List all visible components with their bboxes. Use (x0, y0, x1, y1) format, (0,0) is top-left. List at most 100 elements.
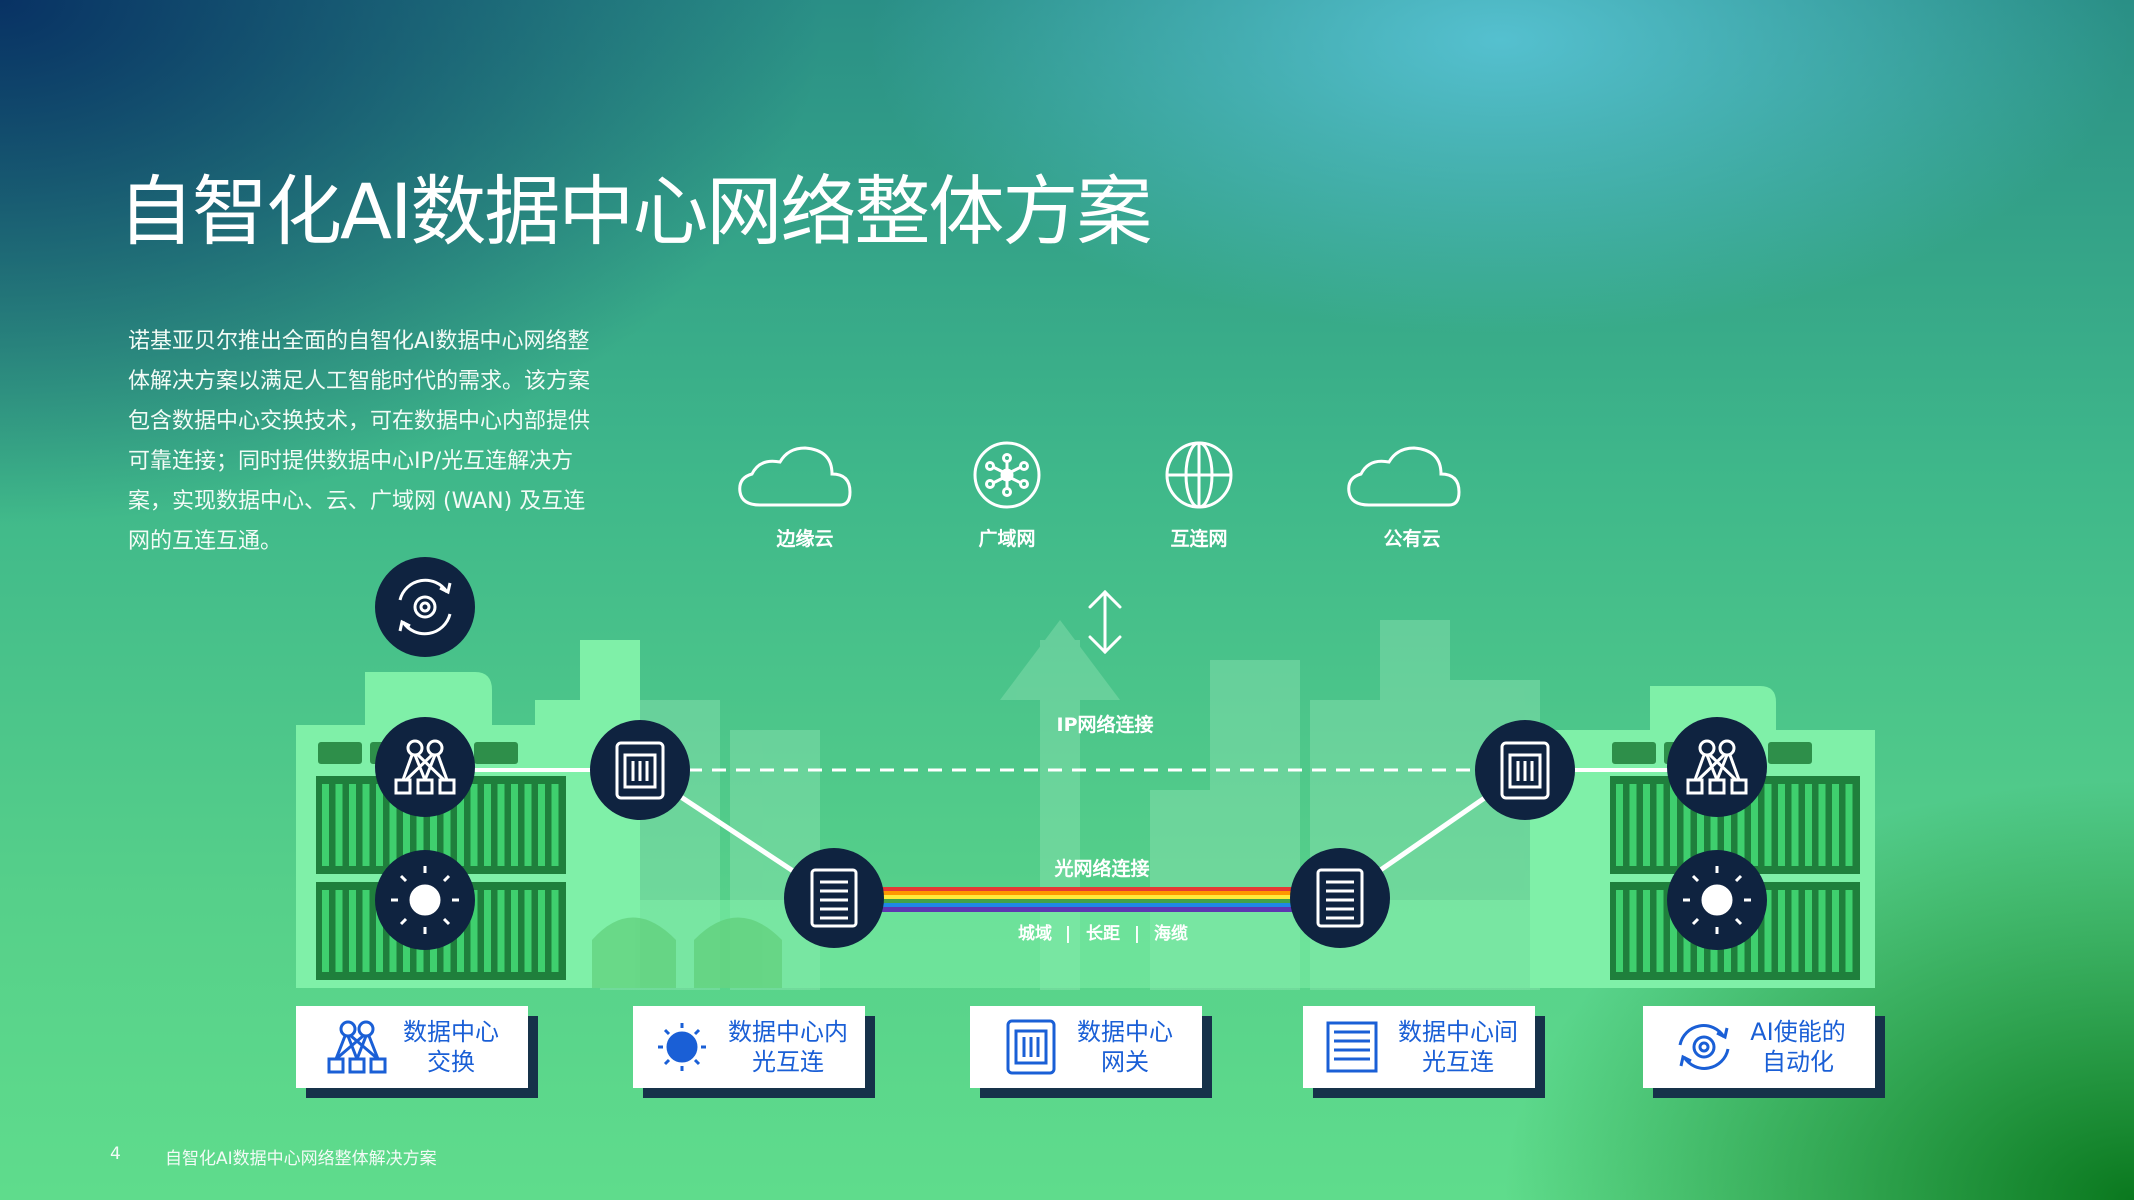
legend-label: 数据中心 交换 (403, 1018, 499, 1076)
rack-slot (1670, 784, 1677, 866)
rack-slot (497, 784, 505, 866)
legend-label: AI使能的 自动化 (1750, 1018, 1846, 1076)
rack-slot (524, 890, 532, 972)
rack-slot (497, 890, 505, 972)
rack-slot (1791, 784, 1799, 866)
rack-slot (1778, 890, 1785, 972)
legend-card-inter-dc-optical: 数据中心间 光互连 (1303, 1006, 1535, 1088)
rack-slot (538, 890, 545, 972)
rack-slot (1697, 784, 1704, 866)
node-left-switch (375, 717, 475, 817)
switch-tree-icon (325, 1015, 389, 1079)
rack-slot (1818, 890, 1826, 972)
rack-slot (511, 890, 518, 972)
rack-slot (349, 890, 356, 972)
sun-light-icon (391, 866, 459, 934)
rack-slot (403, 784, 410, 866)
rack-slot (349, 784, 356, 866)
rack-slot (1832, 890, 1839, 972)
rack-slot (443, 784, 451, 866)
rack-slot (1670, 890, 1677, 972)
rack-slot (1710, 784, 1718, 866)
rack-slot (470, 890, 478, 972)
gear-cycle-icon (1672, 1015, 1736, 1079)
node-right-dci (1290, 848, 1390, 948)
rack-slot (322, 784, 329, 866)
optical-list-icon (810, 868, 858, 928)
node-right-switch (1667, 717, 1767, 817)
rack-slot (511, 784, 518, 866)
legend-card-intra-dc-optical: 数据中心内 光互连 (633, 1006, 865, 1088)
legend-card-ai-automation: AI使能的 自动化 (1643, 1006, 1875, 1088)
rack-slot (1818, 784, 1826, 866)
rack-slot (1845, 784, 1853, 866)
top-icon-internet: 互连网 (1165, 441, 1233, 550)
legend-label: 数据中心间 光互连 (1398, 1018, 1518, 1076)
intro-paragraph: 诺基亚贝尔推出全面的自智化AI数据中心网络整体解决方案以满足人工智能时代的需求。… (128, 329, 591, 554)
up-down-arrow-icon (1088, 589, 1122, 655)
optical-rainbow-link (870, 887, 1300, 912)
rack-slot (524, 784, 532, 866)
network-hub-icon (973, 441, 1041, 509)
optical-sub-metro: 城域 (1018, 923, 1052, 944)
switch-tree-icon (394, 739, 456, 795)
rack-vent (474, 742, 518, 764)
rack-slot (416, 784, 424, 866)
rack-slot (1832, 784, 1839, 866)
top-icon-wan: 广域网 (973, 441, 1041, 550)
rack-slot (322, 890, 329, 972)
top-icon-public-cloud: 公有云 (1347, 446, 1461, 550)
rack-slot (1764, 890, 1772, 972)
rack-slot (1724, 784, 1731, 866)
footer-title: 自智化AI数据中心网络整体解决方案 (165, 1149, 437, 1169)
rack-slot (484, 890, 491, 972)
rack-slot (1805, 784, 1812, 866)
legend-card-dc-switching: 数据中心 交换 (296, 1006, 528, 1088)
optical-sub-labels: 城域 | 长距 | 海缆 (1018, 923, 1188, 944)
page-title: 自智化AI数据中心网络整体方案 (118, 167, 1152, 256)
rack-slot (430, 784, 437, 866)
rack-slot (1656, 890, 1664, 972)
optical-sub-submarine: 海缆 (1154, 923, 1188, 944)
node-left-optical (375, 850, 475, 950)
legend-label: 数据中心 网关 (1077, 1018, 1173, 1076)
center-arches (592, 917, 782, 988)
rack-slot (1656, 784, 1664, 866)
rack-slot (1616, 890, 1623, 972)
switch-tree-icon (1686, 739, 1748, 795)
rack-slot (1778, 784, 1785, 866)
node-right-gateway (1475, 720, 1575, 820)
cloud-icon (1347, 446, 1461, 507)
rack-slot (1643, 784, 1650, 866)
top-icon-edge-cloud: 边缘云 (738, 446, 852, 550)
internet-label: 互连网 (1170, 527, 1227, 550)
gear-cycle-icon (398, 578, 452, 636)
page-number: 4 (110, 1144, 121, 1164)
rack-slot (538, 784, 545, 866)
rack-slot (1737, 784, 1745, 866)
optical-sub-longhaul: 长距 (1086, 923, 1120, 944)
optical-network-label: 光网络连接 (1053, 857, 1149, 880)
gateway-icon (1500, 741, 1550, 800)
public-cloud-label: 公有云 (1383, 527, 1440, 550)
optical-sub-separator: | (1134, 924, 1140, 944)
node-left-gateway (590, 720, 690, 820)
edge-cloud-label: 边缘云 (775, 528, 833, 550)
optical-list-icon (1316, 868, 1364, 928)
cloud-icon (738, 446, 852, 507)
rack-vent (1768, 742, 1812, 764)
rack-slot (335, 890, 343, 972)
rack-slot (457, 784, 464, 866)
rack-vent (1612, 742, 1656, 764)
rack-slot (376, 784, 383, 866)
rack-slot (1629, 784, 1637, 866)
sun-light-icon (650, 1015, 714, 1079)
rack-slot (1629, 890, 1637, 972)
rack-slot (551, 784, 559, 866)
gateway-icon (615, 741, 665, 800)
node-right-optical (1667, 850, 1767, 950)
rack-slot (484, 784, 491, 866)
rack-slot (1751, 784, 1758, 866)
gateway-icon (999, 1015, 1063, 1079)
